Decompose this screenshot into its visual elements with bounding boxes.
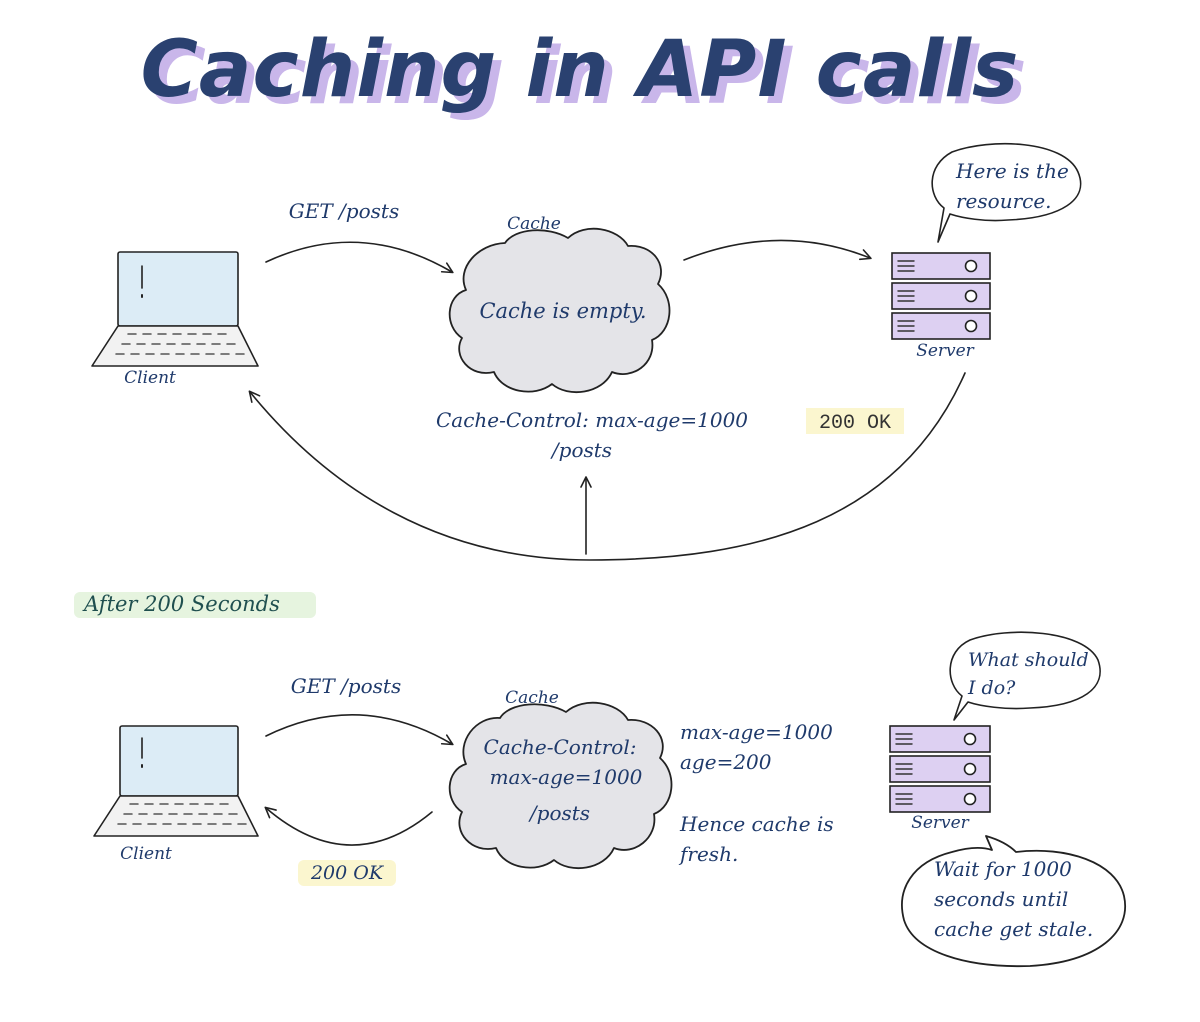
fresh-note-line-1: Hence cache is <box>679 812 834 836</box>
divider-highlight <box>74 592 316 618</box>
server-rack-icon <box>889 725 991 813</box>
divider-label: After 200 Seconds <box>82 592 280 616</box>
response-arc <box>248 372 966 561</box>
bottom-scene: Client GET /posts Cache Cache-Control: m… <box>93 631 1127 968</box>
page-title: Caching in API calls Caching in API call… <box>141 25 1028 122</box>
cache-info-line-2: age=200 <box>680 750 772 774</box>
cloud-icon <box>448 701 673 869</box>
response-status: 200 OK <box>819 412 891 435</box>
fresh-note-line-2: fresh. <box>678 842 738 866</box>
wait-note-line-3: cache get stale. <box>934 917 1093 941</box>
server-speech-bubble: What should I do? <box>949 631 1101 721</box>
response-arrow <box>264 806 433 846</box>
cache-status-message: Cache is empty. <box>479 299 646 323</box>
laptop-icon <box>91 251 259 367</box>
request-arrow <box>265 241 454 274</box>
request-label: GET /posts <box>289 199 399 223</box>
server-label: Server <box>916 341 974 361</box>
cache-label: Cache <box>507 214 561 234</box>
title-text: Caching in API calls <box>141 25 1020 115</box>
cache-header-line-1: Cache-Control: max-age=1000 <box>436 408 748 432</box>
wait-note-bubble: Wait for 1000 seconds until cache get st… <box>901 835 1127 968</box>
time-divider: After 200 Seconds <box>74 592 316 618</box>
top-scene: Client GET /posts Cache Cache is empty. … <box>91 142 1082 561</box>
speech-line-1: What should <box>968 649 1089 671</box>
cache-content-line-1: Cache-Control: <box>484 735 637 759</box>
laptop-icon <box>93 725 259 837</box>
cache-label: Cache <box>505 688 559 708</box>
cache-header-line-2: /posts <box>550 438 612 462</box>
server-rack-icon <box>891 252 991 340</box>
speech-line-2: I do? <box>967 677 1016 699</box>
request-label: GET /posts <box>291 674 401 698</box>
cache-content-line-3: /posts <box>528 801 590 825</box>
status-highlight <box>298 860 396 886</box>
server-speech-bubble: Here is the resource. <box>931 142 1082 243</box>
wait-note-line-2: seconds until <box>934 887 1068 911</box>
response-status: 200 OK <box>310 862 385 884</box>
cloud-icon <box>448 227 671 393</box>
server-label: Server <box>911 813 969 833</box>
speech-line-2: resource. <box>956 189 1052 213</box>
client-label: Client <box>120 844 172 864</box>
client-label: Client <box>124 368 176 388</box>
speech-line-1: Here is the <box>955 159 1069 183</box>
cache-content-line-2: max-age=1000 <box>490 765 643 789</box>
title-shadow: Caching in API calls <box>149 32 1028 122</box>
wait-note-line-1: Wait for 1000 <box>934 857 1072 881</box>
request-arrow <box>265 714 454 746</box>
cache-info-line-1: max-age=1000 <box>680 720 833 744</box>
status-highlight <box>806 408 904 434</box>
forward-arrow <box>683 239 872 261</box>
